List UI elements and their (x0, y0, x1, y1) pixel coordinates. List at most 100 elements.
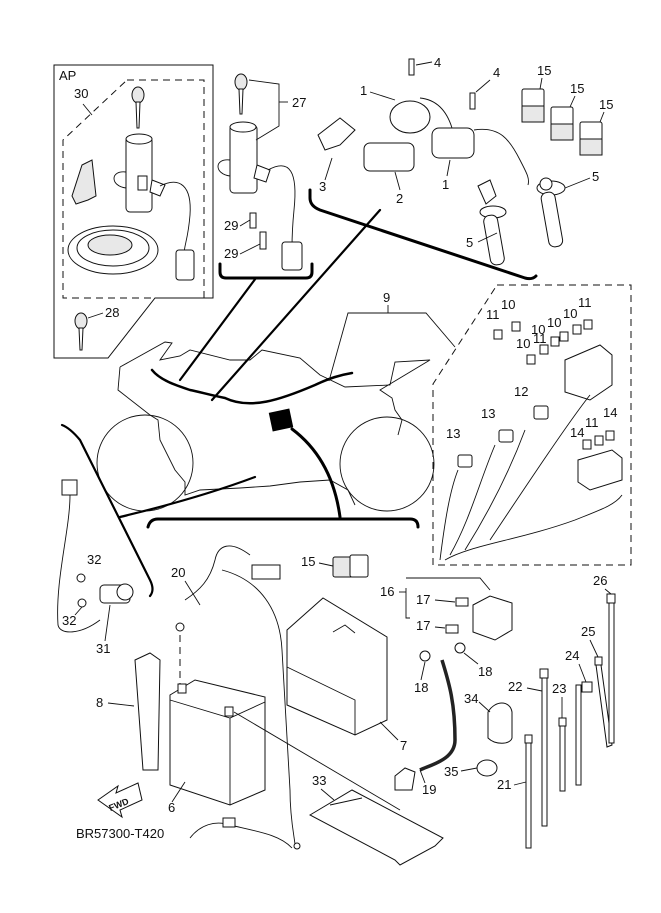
leader-16-bracket-top (406, 577, 491, 591)
callout-1b: 1 (442, 177, 449, 192)
bottom-lead (189, 822, 293, 849)
callout-15d: 15 (301, 554, 315, 569)
leader-29a (239, 219, 251, 227)
relay-15c-icon (579, 121, 603, 156)
battery-band-8-icon (134, 652, 161, 771)
leader-25 (589, 639, 599, 658)
leader-28 (87, 312, 104, 319)
callout-29a: 29 (224, 218, 238, 233)
callout-5b: 5 (466, 235, 473, 250)
main-switch-27-icon (217, 121, 271, 194)
callout-16: 16 (380, 584, 394, 599)
spark-plug-cap-5a-icon (477, 179, 507, 266)
kit-30-dashed-box (62, 79, 205, 299)
leader-15d (318, 562, 334, 567)
leader-15a (539, 77, 543, 90)
battery-6-icon (169, 679, 266, 806)
callout-21: 21 (497, 777, 511, 792)
sensor-group: 32 32 31 (57, 423, 154, 656)
key-27-icon (234, 73, 248, 115)
bracket-battery (146, 517, 420, 529)
leader-to-battery-area (290, 427, 342, 519)
bolt-4a-icon (408, 58, 415, 76)
callout-13b: 13 (481, 406, 495, 421)
coil-wire-b (473, 128, 529, 186)
front-wheel (96, 414, 194, 512)
callout-13a: 13 (446, 426, 460, 441)
callout-31: 31 (96, 641, 110, 656)
cable-tie-25-icon (594, 656, 613, 748)
leader-3 (324, 157, 333, 181)
callout-10a: 10 (501, 297, 515, 312)
screw-32b-icon (77, 598, 87, 608)
ignition-coil-group: 4 4 1 3 2 1 5 5 (308, 55, 613, 281)
callout-27: 27 (292, 95, 306, 110)
switch-connector-icon (281, 241, 303, 271)
lead-19-wire (419, 659, 457, 772)
callout-33: 33 (312, 773, 326, 788)
callout-17a: 17 (416, 592, 430, 607)
connector-13a-icon (457, 454, 473, 468)
lock-wire (159, 181, 191, 256)
ap-inset-frame (53, 64, 214, 359)
callout-2: 2 (396, 191, 403, 206)
harness-main-trunk (444, 494, 623, 561)
leader-34 (478, 701, 491, 713)
coil-1a-icon (389, 100, 431, 134)
leader-9 (328, 312, 456, 382)
main-switch-group: 27 29 29 (217, 73, 314, 280)
leader-35 (460, 767, 478, 772)
callout-10c: 10 (531, 322, 545, 337)
harness-branch-a (439, 469, 459, 561)
sensor-body (116, 583, 134, 601)
leader-19 (419, 769, 426, 784)
bolt-18b-icon (454, 642, 466, 654)
bracket-sensor (60, 423, 154, 598)
leader-7 (379, 721, 399, 741)
callout-26: 26 (593, 573, 607, 588)
ecu-block (268, 408, 294, 432)
bolt-29b-icon (259, 231, 267, 250)
harness-branch-c (464, 429, 526, 551)
leader-29b (239, 243, 261, 255)
lead-20-wire (184, 545, 251, 601)
leader-31 (104, 604, 111, 642)
leader-4a (415, 61, 433, 66)
coil-1b-icon (431, 127, 475, 159)
callout-17b: 17 (416, 618, 430, 633)
relay-15a-icon (521, 88, 545, 123)
fuse-17a-icon (455, 597, 469, 607)
starter-relay-group: 16 17 17 18 18 19 34 35 21 (380, 573, 616, 849)
leader-26 (604, 588, 612, 595)
callout-18a: 18 (414, 680, 428, 695)
callout-11b: 11 (533, 331, 547, 346)
cable-tie-23-icon (558, 717, 567, 792)
leader-21 (513, 781, 527, 786)
key-28-icon (74, 312, 88, 351)
bolt-29a-icon (249, 212, 257, 229)
callout-7: 7 (400, 738, 407, 753)
leader-17a (434, 599, 456, 603)
starter-relay-16-icon (472, 595, 513, 641)
connector-12-icon (533, 405, 549, 420)
callout-28: 28 (105, 305, 119, 320)
callout-32b: 32 (62, 613, 76, 628)
coil-wire-a (419, 97, 453, 129)
harness-detail: 11 10 10 11 10 10 10 11 12 13 13 14 11 1… (432, 284, 632, 566)
callout-23: 23 (552, 681, 566, 696)
main-switch-lock-icon (113, 133, 166, 213)
callout-32a: 32 (87, 552, 101, 567)
callout-11d: 11 (585, 415, 599, 430)
callout-14a: 14 (570, 425, 584, 440)
clamp-35-icon (476, 759, 498, 777)
leader-6 (171, 781, 186, 803)
motorcycle-silhouette: 9 (96, 208, 456, 519)
ap-inset: AP 30 28 (53, 64, 214, 359)
lock-connector-icon (175, 249, 195, 281)
callout-11a: 11 (486, 307, 500, 322)
harness-branch-d (489, 394, 591, 541)
callout-6: 6 (168, 800, 175, 815)
leader-16-bracket-left (405, 588, 410, 619)
lead-20-long-wire (221, 569, 296, 846)
bracket-coils (308, 188, 538, 281)
